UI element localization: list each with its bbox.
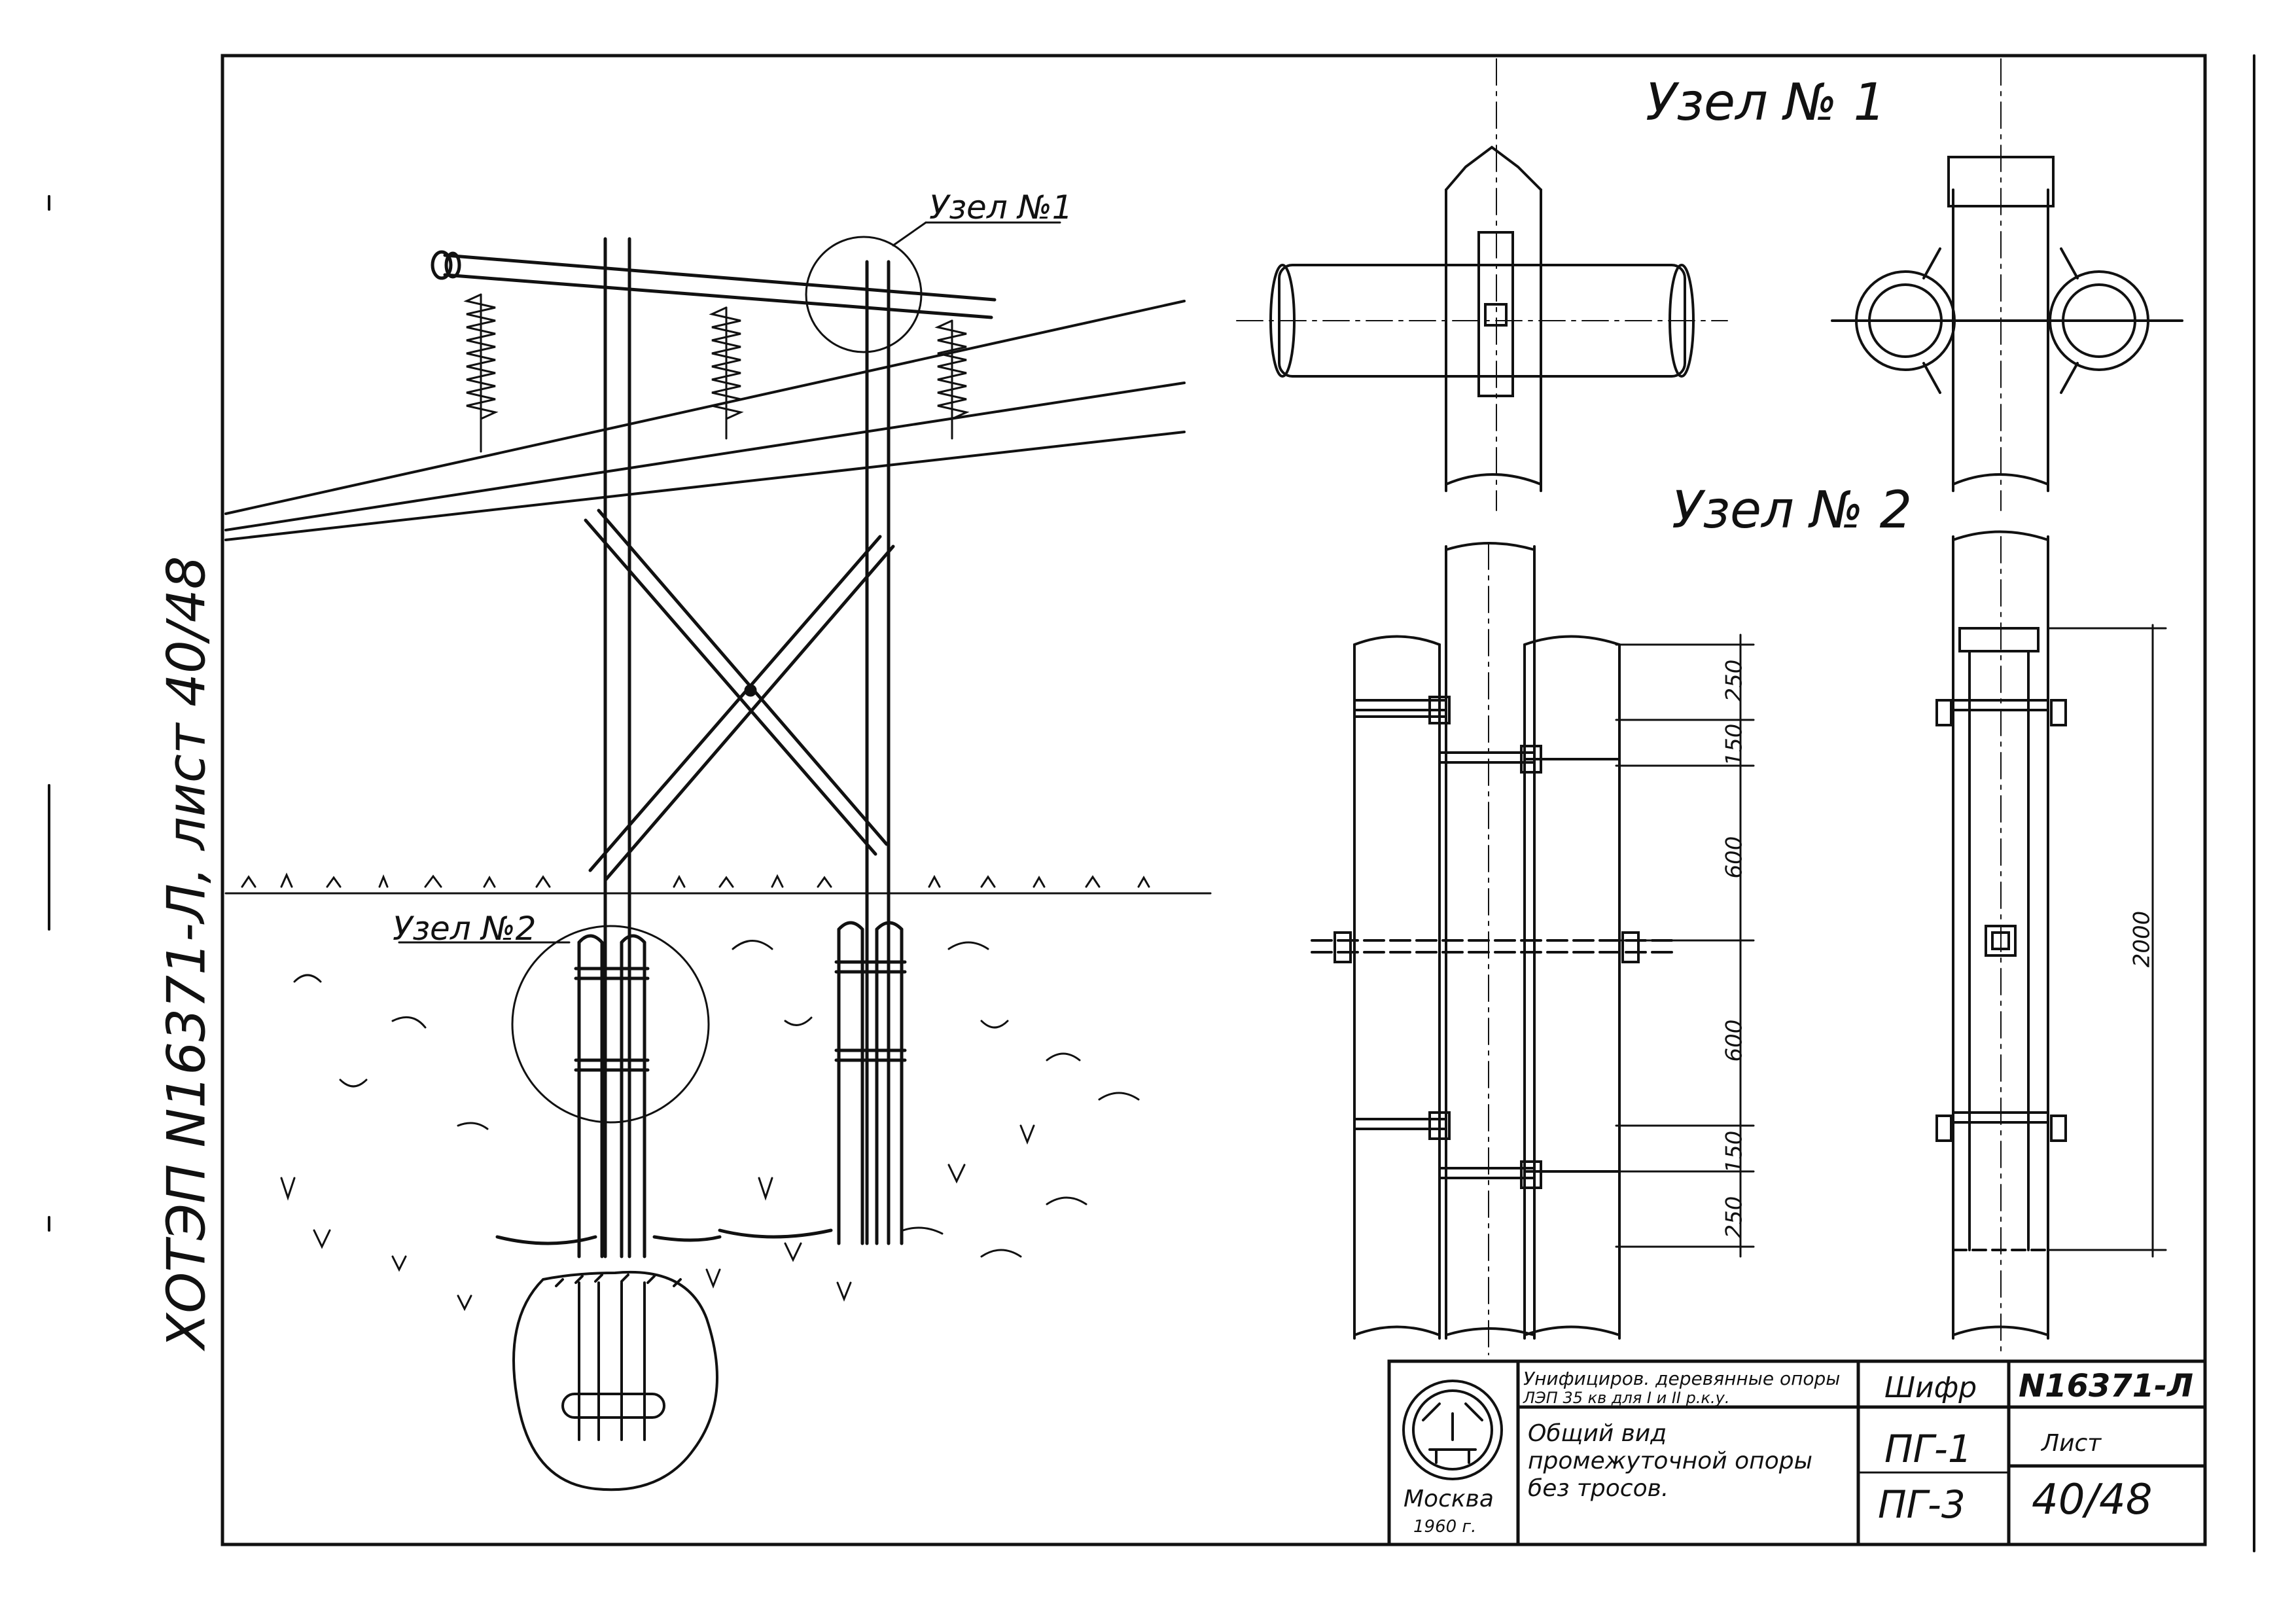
pole-left bbox=[603, 237, 631, 1258]
sheet-label: Лист bbox=[2041, 1430, 2102, 1457]
document-reference-vertical: ХОТЭП N16371-Л, лист 40/48 bbox=[156, 556, 217, 1349]
document-number: N16371-Л bbox=[2019, 1368, 2193, 1404]
dim-150-bottom: 150 bbox=[1721, 1130, 1748, 1173]
node2-side-view bbox=[1935, 530, 2167, 1355]
cipher-value-pg1: ПГ-1 bbox=[1884, 1427, 1972, 1471]
soil-hatching bbox=[280, 940, 1140, 1311]
node1-front-view bbox=[1236, 58, 1728, 511]
drawing-description: Общий вид промежуточной опоры без тросов… bbox=[1528, 1420, 1812, 1502]
stamp-year: 1960 г. bbox=[1413, 1517, 1477, 1537]
dim-600-top: 600 bbox=[1721, 836, 1748, 879]
butt-left bbox=[495, 934, 722, 1258]
butt-right bbox=[718, 921, 907, 1245]
cipher-label: Шифр bbox=[1884, 1371, 1977, 1404]
node1-side-view bbox=[1831, 58, 2183, 511]
node1-title: Узел № 1 bbox=[1646, 73, 1886, 132]
ground-line bbox=[224, 872, 1212, 895]
node2-dimension-line bbox=[1615, 633, 1755, 1258]
sheet-number: 40/48 bbox=[2032, 1476, 2153, 1524]
insulator-strings bbox=[463, 293, 970, 453]
underground-detail bbox=[512, 1270, 718, 1491]
callout-node1-label: Узел №1 bbox=[929, 188, 1073, 226]
project-title-line2: ЛЭП 35 кв для I и II р.к.у. bbox=[1523, 1389, 1730, 1407]
node2-front-view bbox=[1311, 542, 1676, 1355]
crossarm bbox=[431, 250, 997, 319]
pole-right bbox=[865, 260, 891, 1245]
cipher-value-pg3: ПГ-3 bbox=[1878, 1482, 1966, 1527]
dim-600-bottom: 600 bbox=[1721, 1019, 1748, 1062]
detail-circles bbox=[398, 221, 1061, 1124]
dim-150-top: 150 bbox=[1721, 723, 1748, 766]
stamp-city: Москва bbox=[1404, 1486, 1494, 1512]
dim-2000: 2000 bbox=[2128, 910, 2155, 968]
x-bracing bbox=[584, 508, 895, 882]
project-title-line1: Унифициров. деревянные опоры bbox=[1523, 1368, 1841, 1389]
institute-stamp-logo bbox=[1402, 1380, 1503, 1480]
node2-title: Узел № 2 bbox=[1672, 481, 1913, 540]
dim-250-top: 250 bbox=[1721, 659, 1748, 702]
conductor-wires bbox=[224, 300, 1186, 541]
sheet-frame bbox=[48, 54, 2255, 1552]
dim-250-bottom: 250 bbox=[1721, 1196, 1748, 1239]
title-block-grid bbox=[1387, 1359, 2207, 1546]
callout-node2-label: Узел №2 bbox=[393, 910, 537, 948]
